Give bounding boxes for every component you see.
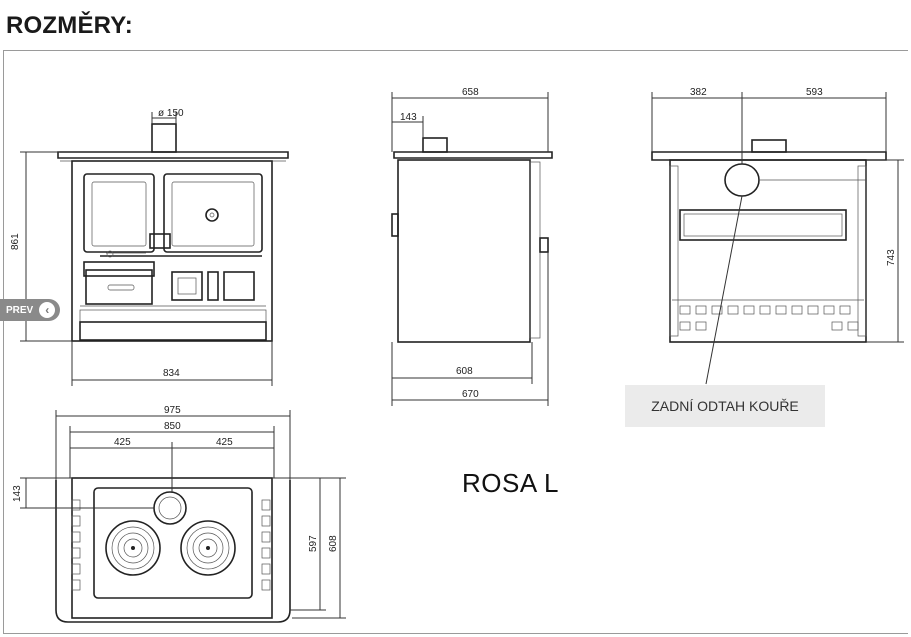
dim-rear-height: 743 (886, 249, 897, 266)
top-view: 975 850 425 425 143 597 608 (12, 405, 346, 623)
side-top-plate (393, 151, 553, 159)
dim-side-body-depth: 608 (456, 366, 473, 377)
hotplate-left (105, 520, 161, 576)
page-title: ROZMĚRY: (6, 12, 133, 39)
thermometer-icon (205, 208, 219, 222)
rear-flue-outlet (724, 163, 760, 197)
front-oven-door-right (163, 173, 263, 253)
front-ash-drawer (85, 269, 153, 305)
dim-side-total-depth: 670 (462, 389, 479, 400)
front-air-control (171, 271, 203, 301)
callout-leader (705, 195, 743, 385)
dim-top-half-right: 425 (216, 437, 233, 448)
dim-front-width: 834 (163, 368, 180, 379)
front-drawer-right (223, 271, 255, 301)
front-ashpan-rail (83, 261, 155, 277)
prev-label: PREV (6, 304, 34, 316)
dim-side-top-width: 658 (462, 87, 479, 98)
model-name: ROSA L (462, 468, 559, 498)
chevron-left-icon: ‹ (39, 302, 56, 318)
side-flue (422, 137, 448, 153)
top-body (71, 477, 273, 619)
dim-side-flue-offset: 143 (400, 112, 417, 123)
front-handle (149, 233, 171, 249)
drawing-frame (3, 50, 908, 634)
front-oven-door-left (83, 173, 155, 253)
rear-body (669, 159, 867, 343)
top-rail (55, 480, 291, 623)
dim-top-total-width: 975 (164, 405, 181, 416)
dim-top-flue-offset: 143 (12, 485, 23, 502)
front-flue (151, 123, 177, 153)
side-view: 143 658 608 670 (391, 87, 553, 406)
dim-front-flue-diameter: ø 150 (158, 108, 184, 119)
dim-rear-right: 593 (806, 87, 823, 98)
side-body (397, 159, 531, 343)
dim-top-total-depth: 608 (328, 535, 339, 552)
hotplate-right (180, 520, 236, 576)
top-hob (93, 487, 253, 599)
dim-front-height: 861 (10, 233, 21, 250)
prev-button[interactable]: PREV ‹ (0, 299, 60, 321)
callout-label: ZADNÍ ODTAH KOUŘE (625, 385, 825, 427)
rear-panel (679, 209, 847, 241)
front-plinth (79, 321, 267, 341)
front-body (71, 160, 273, 342)
rear-flue-top (751, 139, 787, 153)
dim-top-half-left: 425 (114, 437, 131, 448)
dim-rear-left: 382 (690, 87, 707, 98)
rear-view: 382 593 743 (651, 87, 904, 385)
front-view: ø 150 861 (10, 108, 289, 386)
dim-top-inner-depth: 597 (308, 535, 319, 552)
dim-top-hob-width: 850 (164, 421, 181, 432)
front-top-plate (57, 151, 289, 159)
rear-top-plate (651, 151, 887, 161)
